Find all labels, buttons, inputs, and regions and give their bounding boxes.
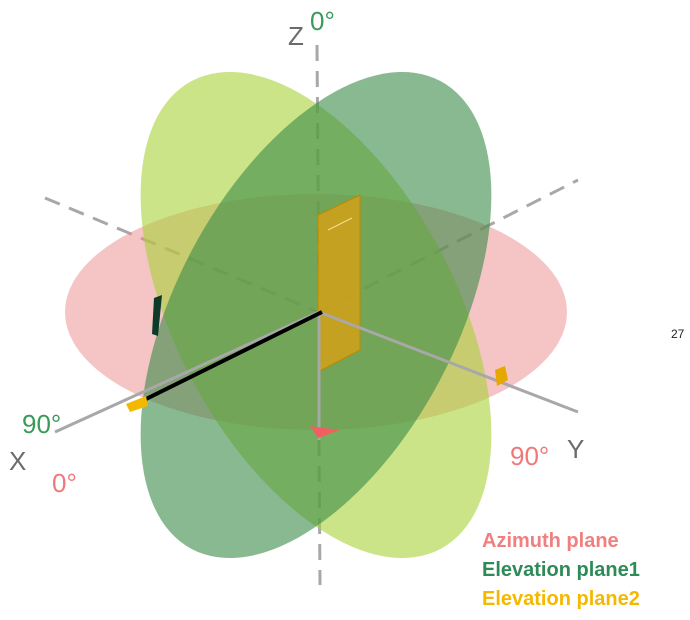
axis-z-label: Z	[288, 21, 304, 51]
legend-elevation-2: Elevation plane2	[482, 588, 640, 610]
antenna-element	[317, 194, 361, 373]
legend-elevation-1: Elevation plane1	[482, 559, 640, 581]
x-axis-marker	[126, 396, 148, 412]
z-elevation-angle: 0°	[310, 6, 335, 36]
y-axis-marker	[495, 366, 508, 386]
axis-x-label: X	[9, 446, 26, 476]
axis-y-solid	[318, 310, 579, 414]
axis-y-label: Y	[567, 434, 584, 464]
axis-x-solid	[54, 310, 320, 434]
x-azimuth-angle: 0°	[52, 468, 77, 498]
axis-x-highlight	[139, 310, 323, 404]
legend: Azimuth plane Elevation plane1 Elevation…	[482, 527, 640, 614]
y-azimuth-angle: 90°	[510, 441, 549, 471]
legend-azimuth: Azimuth plane	[482, 530, 619, 552]
x-elevation-angle: 90°	[22, 409, 61, 439]
front-marker	[310, 426, 340, 438]
left-marker	[152, 295, 162, 336]
page-number: 27	[671, 327, 685, 341]
solid-axes	[54, 310, 579, 440]
